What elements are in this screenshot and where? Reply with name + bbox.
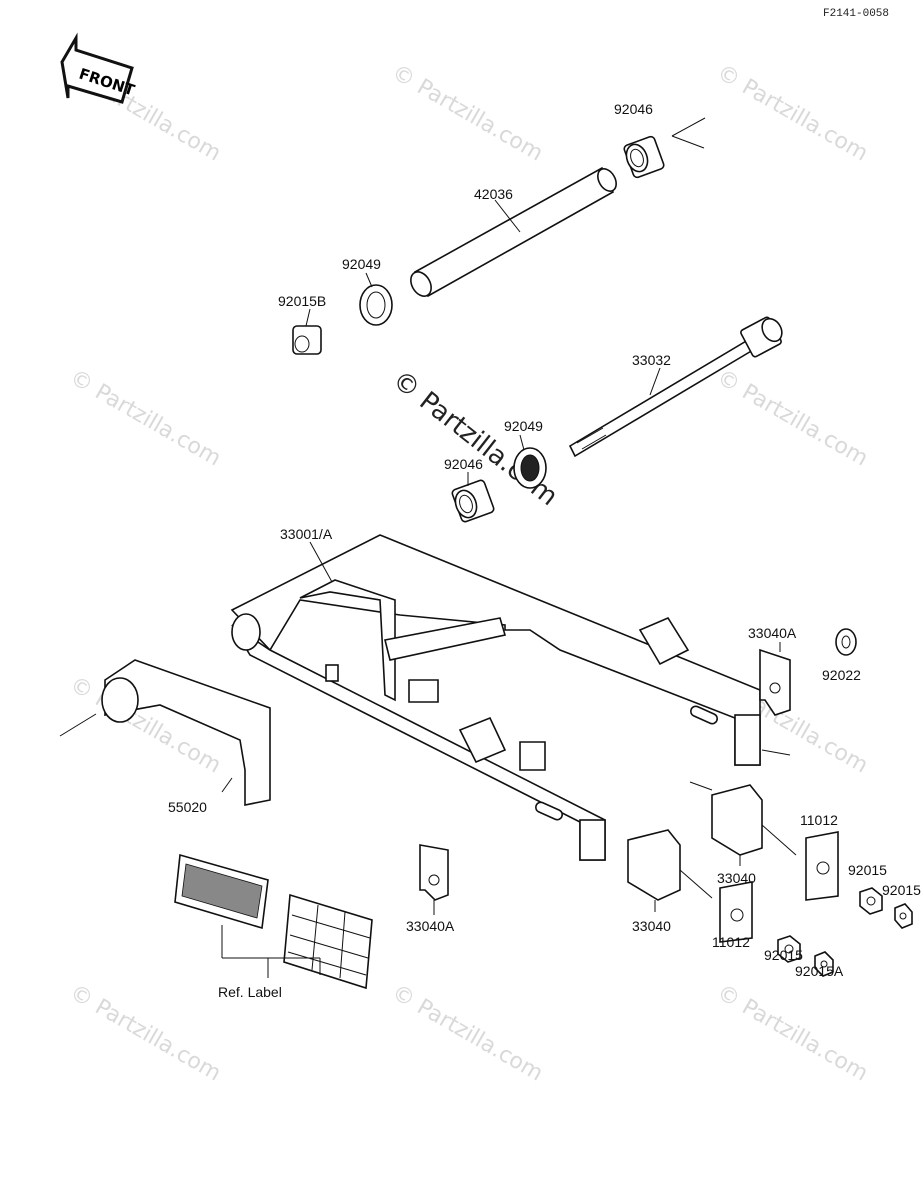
diagram-code: F2141-0058: [823, 8, 890, 20]
callout-33001A[interactable]: 33001/A: [280, 526, 333, 542]
callout-92015-l[interactable]: 92015: [764, 947, 803, 963]
seal-92049-mid: [513, 434, 547, 489]
callout-92015B[interactable]: 92015B: [278, 293, 327, 309]
bracket-33040A-left: [419, 844, 449, 915]
callout-92015-rr[interactable]: 92015: [882, 882, 921, 898]
callout-92046-top[interactable]: 92046: [614, 101, 653, 117]
plate-11012-left: [719, 881, 753, 943]
adjuster-33040-left: [627, 829, 713, 912]
pivot-bolt-33032: [568, 316, 783, 458]
chain-guard-55020: [59, 659, 271, 806]
nut-92015A: [814, 951, 834, 977]
callout-55020[interactable]: 55020: [168, 799, 207, 815]
callout-33040A-left[interactable]: 33040A: [406, 918, 455, 934]
callout-92022[interactable]: 92022: [822, 667, 861, 683]
collar-92015B: [292, 308, 322, 355]
front-arrow-icon: FRONT: [60, 32, 138, 104]
ref-label-bracket: [221, 925, 321, 978]
nut-92015-rr: [894, 903, 913, 929]
callout-92046-mid[interactable]: 92046: [444, 456, 483, 472]
ref-label: Ref. Label: [218, 984, 282, 1000]
plate-11012-right: [805, 831, 839, 901]
callout-33040-right[interactable]: 33040: [717, 870, 756, 886]
sleeve-42036: [410, 166, 617, 298]
nut-92015-l: [777, 935, 801, 963]
seal-92049-top: [359, 272, 393, 326]
callout-92049-top[interactable]: 92049: [342, 256, 381, 272]
callout-92015-r[interactable]: 92015: [848, 862, 887, 878]
callout-92015A[interactable]: 92015A: [795, 963, 844, 979]
label-left: [174, 853, 269, 930]
washer-92022: [835, 628, 857, 656]
adjuster-33040-right: [689, 781, 797, 866]
callout-92049-mid[interactable]: 92049: [504, 418, 543, 434]
callout-33040-left[interactable]: 33040: [632, 918, 671, 934]
nut-92015-r: [859, 887, 883, 915]
callout-33040A-right[interactable]: 33040A: [748, 625, 797, 641]
bracket-33040A-right: [759, 642, 791, 716]
callout-11012-right[interactable]: 11012: [800, 812, 838, 828]
callout-11012-left[interactable]: 11012: [712, 934, 750, 950]
label-right: [283, 893, 373, 990]
callout-42036[interactable]: 42036: [474, 186, 513, 202]
bearing-92046-top: [623, 117, 706, 179]
callout-33032[interactable]: 33032: [632, 352, 671, 368]
bearing-92046-mid: [451, 472, 495, 523]
swingarm-33001A: [230, 534, 791, 861]
